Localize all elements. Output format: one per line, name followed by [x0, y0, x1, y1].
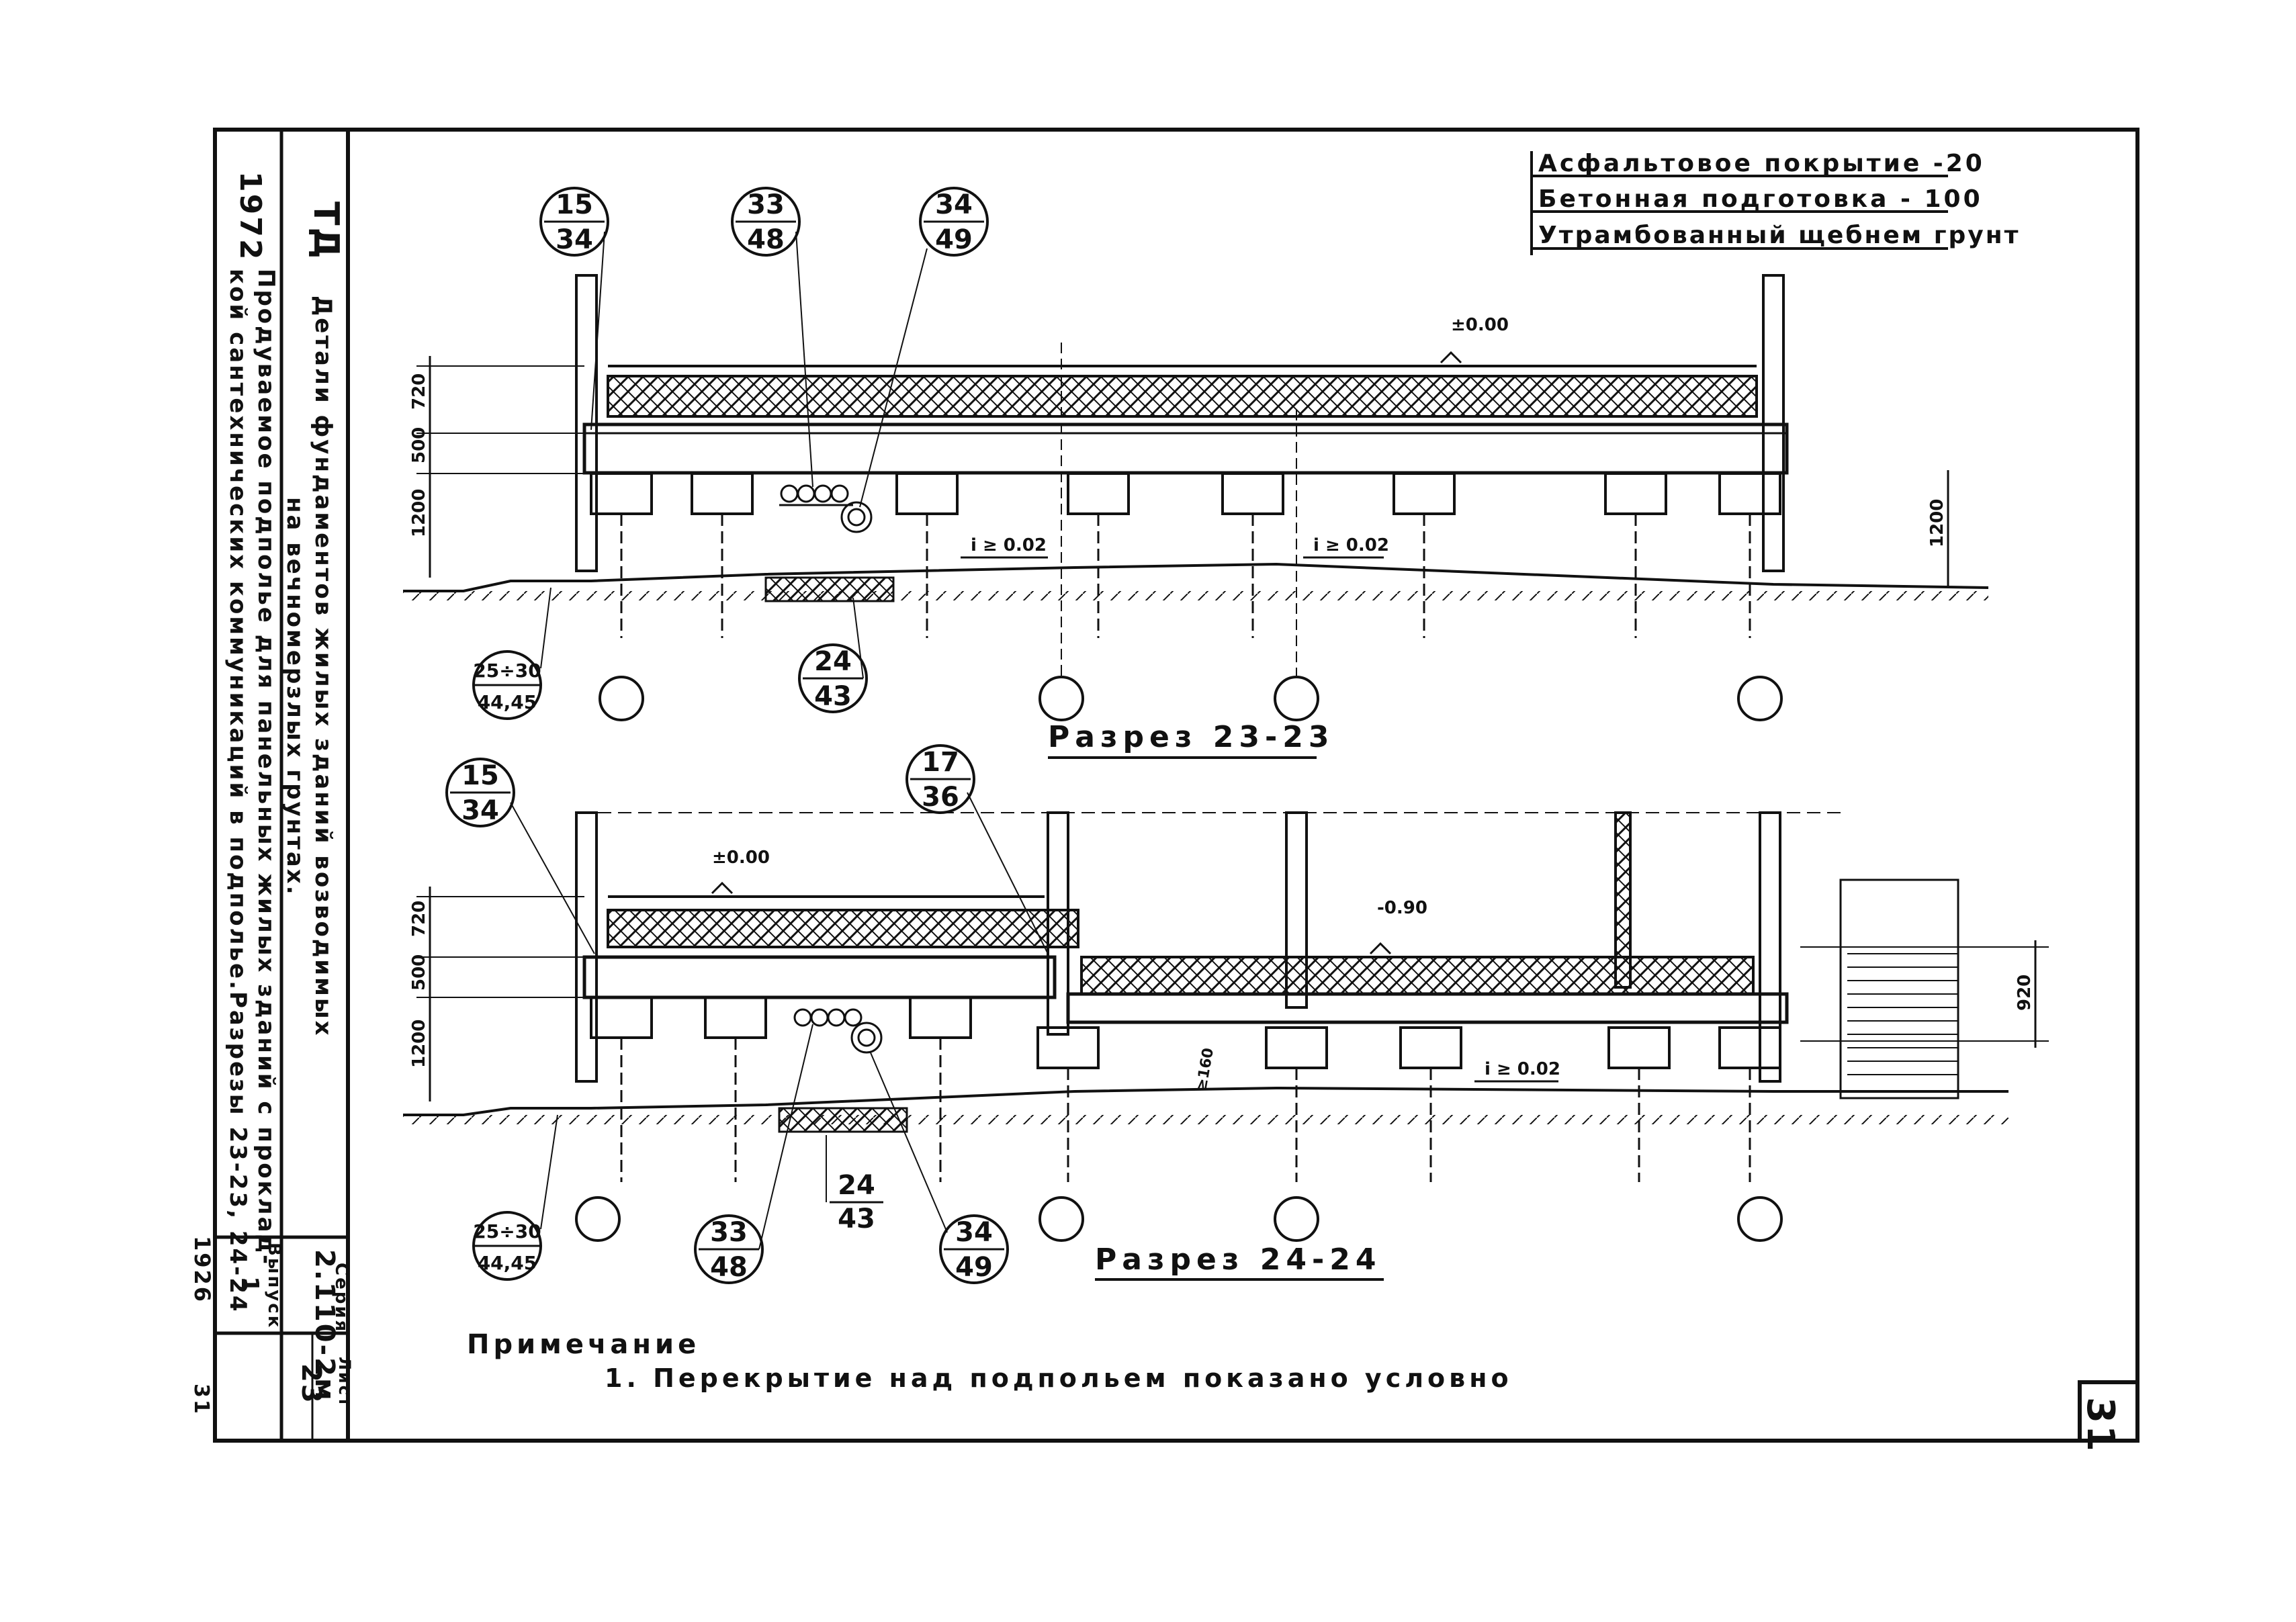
sheet-number-box: [2078, 1380, 2139, 1443]
vypusk-label: Выпуск: [264, 1243, 284, 1329]
insulation-layer-lower: [1080, 956, 1755, 995]
section-23-23: 720 500 1200 1200 ±0.00 i ≥ 0.02 i ≥ 0.0…: [403, 187, 1989, 759]
svg-text:33: 33: [710, 1217, 748, 1248]
axis-marker: [575, 1196, 621, 1242]
dim-500-2: 500: [409, 954, 429, 991]
legend-line-3: Утрамбованный щебнем грунт: [1538, 222, 2021, 249]
axis-marker: [599, 676, 644, 721]
svg-text:48: 48: [747, 224, 785, 255]
svg-text:15: 15: [556, 189, 593, 220]
insulation-layer: [607, 909, 1079, 948]
axis-marker: [1737, 676, 1783, 721]
dim-720-2: 720: [409, 901, 429, 937]
legend-line-1: Асфальтовое покрытие -20: [1538, 150, 1985, 177]
dim-1200-right: 1200: [1927, 499, 1947, 547]
callout-24-43-a: 24 43: [798, 597, 868, 713]
pipes-1: [779, 484, 873, 533]
svg-text:34: 34: [935, 189, 973, 220]
dim-160: ≥160: [1193, 1046, 1217, 1092]
svg-text:34: 34: [955, 1217, 993, 1248]
level-zero-1: ±0.00: [1451, 315, 1509, 335]
slope-3: i ≥ 0.02: [1485, 1059, 1560, 1079]
title-year: 1972: [233, 171, 267, 261]
svg-text:17: 17: [922, 747, 959, 778]
piles-row-1: [590, 472, 1781, 638]
ground-line-1: [403, 562, 1989, 592]
svg-text:15: 15: [461, 760, 499, 791]
entrance-stairs: [1839, 878, 1959, 1099]
svg-text:33: 33: [747, 189, 785, 220]
callout-17-36: 17 36: [906, 744, 1049, 954]
callout-34-49-b: 34 49: [869, 1050, 1009, 1284]
svg-text:44,45: 44,45: [478, 691, 537, 713]
svg-text:25÷30: 25÷30: [473, 660, 541, 682]
svg-text:43: 43: [814, 681, 852, 712]
seria-value: 2.110-2м: [309, 1249, 340, 1402]
level-minus: -0.90: [1377, 898, 1427, 918]
ground-line-2: [403, 1086, 2008, 1116]
dim-720: 720: [409, 373, 429, 410]
svg-text:25÷30: 25÷30: [473, 1220, 541, 1243]
vypusk-value: 1: [236, 1276, 263, 1295]
section-24-24: 720 500 1200 920 ±0.00 -0.90 ≥160 i ≥ 0.…: [403, 744, 2049, 1284]
callout-34-49-a: 34 49: [859, 187, 989, 508]
svg-text:48: 48: [710, 1252, 748, 1283]
stamp-code: 1926: [189, 1236, 215, 1304]
axis-marker: [1039, 1196, 1084, 1242]
callout-24-43-b: 24 43: [826, 1135, 883, 1234]
title-td: ТД: [306, 201, 346, 261]
svg-text:24: 24: [838, 1170, 875, 1201]
legend: Асфальтовое покрытие -20 Бетонная подгот…: [1530, 150, 2021, 255]
svg-text:44,45: 44,45: [478, 1252, 537, 1274]
insulation-layer: [607, 375, 1758, 418]
sheet-number: 31: [2078, 1397, 2122, 1453]
slope-1: i ≥ 0.02: [971, 535, 1047, 555]
title-line-1: Детали фундаментов жилых зданий возводим…: [310, 296, 337, 1038]
title-line-2: на вечномерзлых грунтах.: [281, 497, 308, 897]
svg-text:34: 34: [461, 795, 499, 826]
callout-15-34-b: 15 34: [445, 758, 595, 954]
axis-marker: [1737, 1196, 1783, 1242]
section-title-24-24: Разрез 24-24: [1095, 1243, 1381, 1277]
desc-line-2: кой сантехнических коммуникаций в подпол…: [224, 269, 251, 1314]
list-value: 23: [296, 1363, 326, 1405]
list-label: Лист: [335, 1357, 354, 1408]
callout-33-48-b: 33 48: [694, 1024, 813, 1284]
page-small: 31: [189, 1384, 213, 1416]
axis-marker: [1274, 1196, 1319, 1242]
axis-marker: [1274, 676, 1319, 721]
dim-1200-2: 1200: [409, 1020, 429, 1068]
seria-label: Серия: [331, 1263, 351, 1333]
callout-25-30-b: 25÷30 44,45: [472, 1114, 558, 1281]
level-zero-2: ±0.00: [712, 848, 770, 868]
dim-500: 500: [409, 427, 429, 463]
legend-line-2: Бетонная подготовка - 100: [1538, 185, 1983, 213]
floor-slab: [582, 422, 1789, 475]
callout-15-34-a: 15 34: [539, 187, 609, 431]
svg-text:49: 49: [955, 1252, 993, 1283]
svg-text:24: 24: [814, 646, 852, 677]
pipes-2: [793, 1008, 883, 1054]
svg-text:36: 36: [922, 782, 959, 813]
slope-2: i ≥ 0.02: [1313, 535, 1389, 555]
svg-text:34: 34: [556, 224, 593, 255]
callout-25-30-a: 25÷30 44,45: [472, 587, 551, 720]
section-title-23-23: Разрез 23-23: [1048, 720, 1334, 754]
svg-text:43: 43: [838, 1204, 875, 1234]
axis-marker: [1039, 676, 1084, 721]
dim-920: 920: [2015, 975, 2035, 1011]
desc-line-1: Продуваемое подполье для панельных жилых…: [253, 269, 279, 1266]
svg-text:49: 49: [935, 224, 973, 255]
piles-row-2: [590, 996, 1781, 1182]
note-heading: Примечание: [467, 1329, 700, 1360]
note-text: 1. Перекрытие над подпольем показано усл…: [605, 1363, 1513, 1393]
dim-1200-left: 1200: [409, 489, 429, 537]
callout-33-48-a: 33 48: [731, 187, 813, 488]
